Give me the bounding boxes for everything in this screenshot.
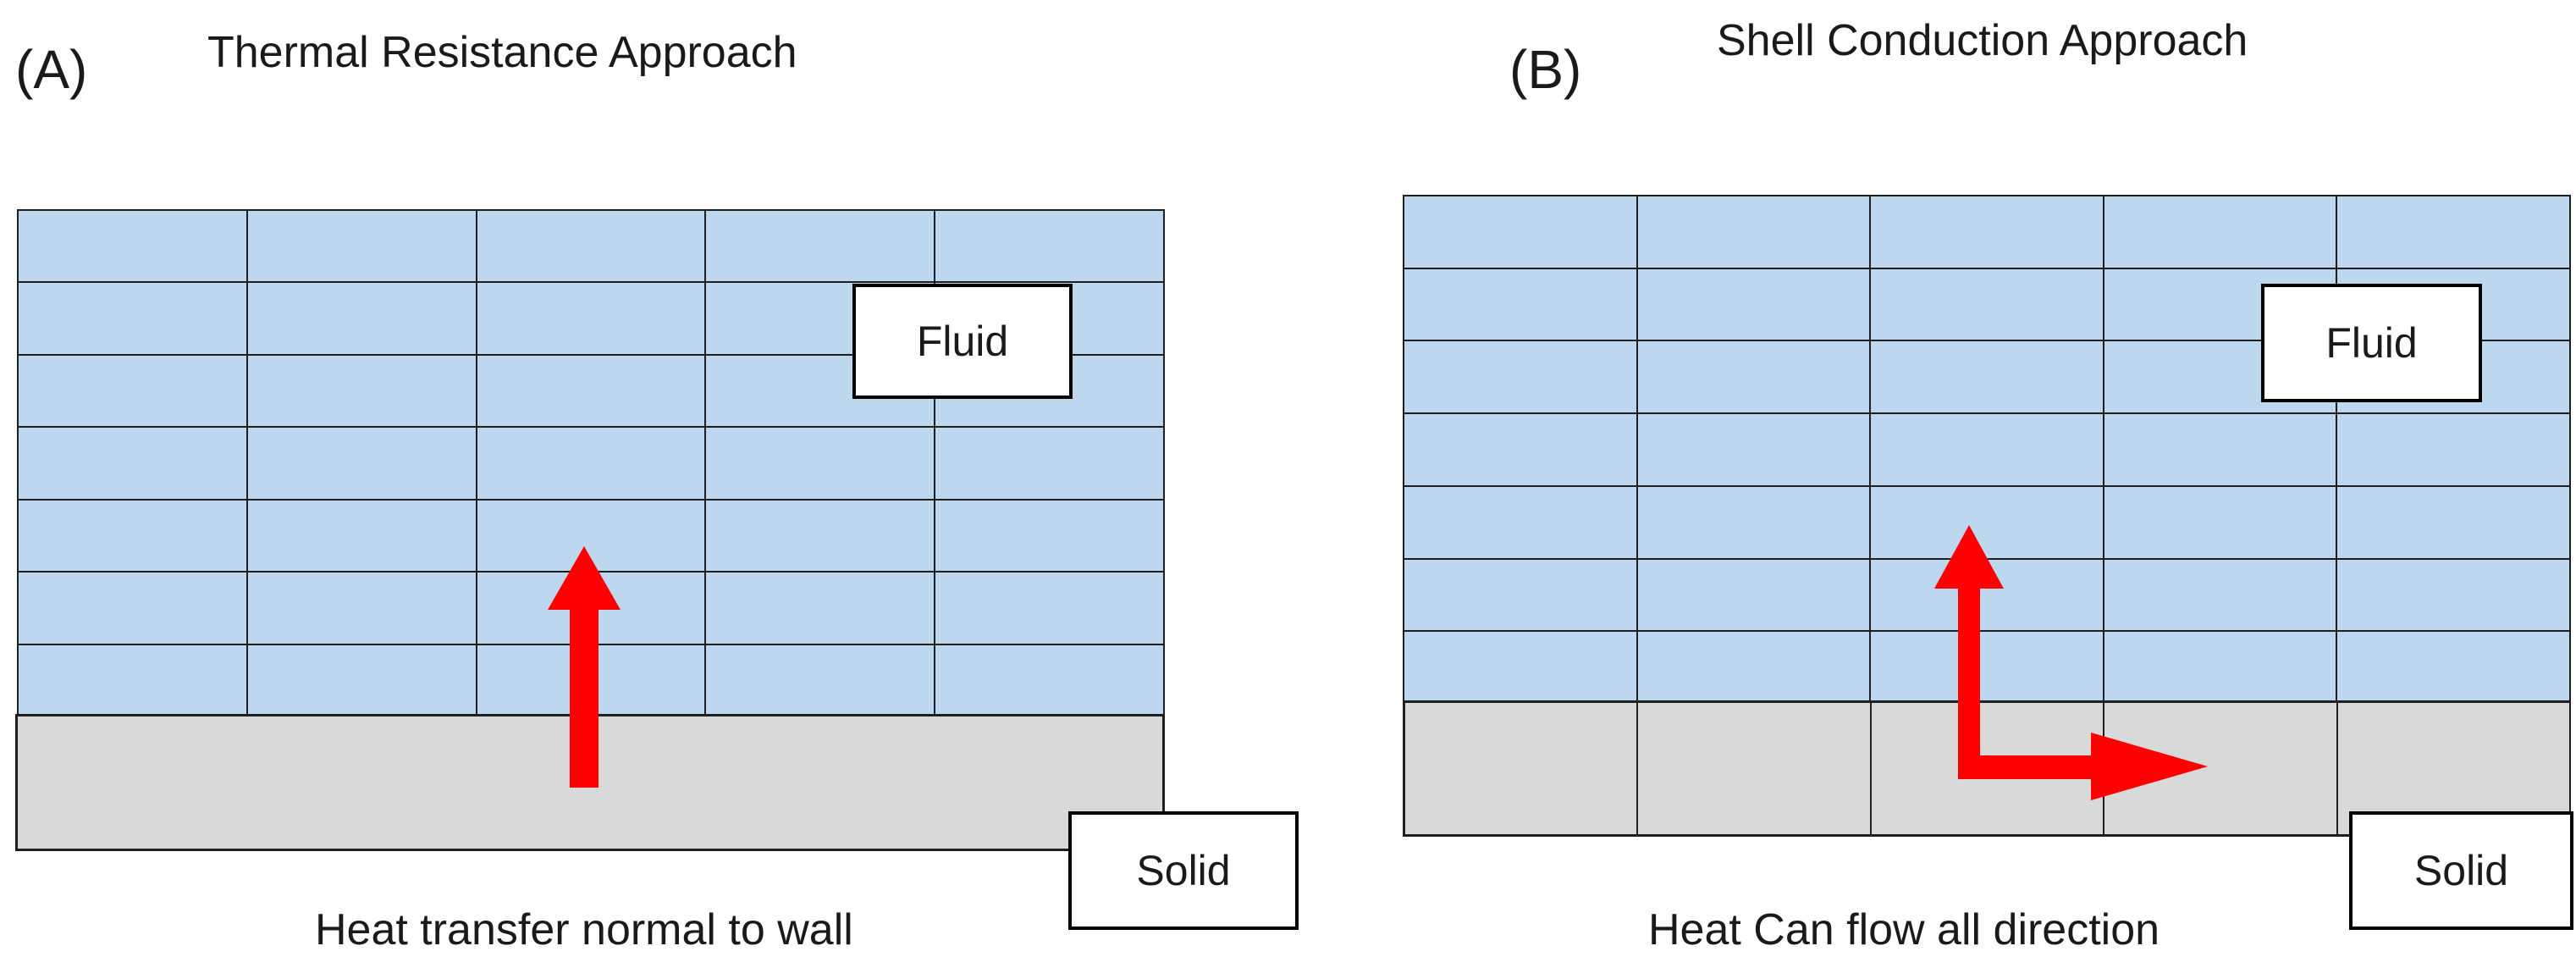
fluid-mesh-cell [19,428,248,501]
fluid-mesh-cell [1637,486,1872,560]
fluid-mesh-cell [247,644,477,717]
fluid-mesh-cell [935,500,1165,573]
fluid-mesh-cell [247,500,477,573]
fluid-mesh-cell [247,428,477,501]
fluid-mesh-cell [19,500,248,573]
fluid-mesh-cell [2337,414,2571,487]
solid-label-b: Solid [2349,811,2573,930]
fluid-mesh-cell [1871,268,2104,342]
fluid-mesh-cell [2104,196,2338,269]
fluid-mesh-cell [1404,341,1638,415]
solid-label-a: Solid [1068,811,1299,930]
fluid-mesh-cell [19,283,248,356]
fluid-mesh-cell [477,355,707,429]
fluid-mesh-cell [477,428,707,501]
fluid-mesh-cell [2104,632,2338,705]
fluid-mesh-cell [247,573,477,645]
fluid-mesh-cell [1637,632,1872,705]
fluid-mesh-cell [2104,559,2338,633]
heat-arrow-up-a [548,546,621,788]
fluid-mesh-cell [2337,632,2571,705]
fluid-mesh-cell [935,211,1165,284]
fluid-mesh-cell [19,644,248,717]
fluid-mesh-cell [477,283,707,356]
fluid-mesh-cell [247,211,477,284]
fluid-mesh-cell [1404,486,1638,560]
fluid-mesh-cell [19,211,248,284]
fluid-mesh-cell [1404,196,1638,269]
fluid-mesh-cell [1637,559,1872,633]
panel-b-letter: (B) [1509,39,1582,100]
solid-mesh-cell [1638,703,1872,837]
fluid-mesh-cell [706,573,936,645]
panel-a-letter: (A) [15,39,88,100]
fluid-mesh-cell [1404,414,1638,487]
solid-mesh-cell [1405,703,1639,837]
panel-a-title: Thermal Resistance Approach [207,28,797,77]
fluid-mesh-cell [477,211,707,284]
fluid-label-b: Fluid [2261,284,2482,402]
fluid-mesh-cell [1637,414,1872,487]
fluid-mesh-cell [706,428,936,501]
fluid-label-a: Fluid [852,284,1073,399]
fluid-mesh-cell [2104,486,2338,560]
fluid-mesh-cell [706,644,936,717]
fluid-mesh-cell [1871,414,2104,487]
fluid-mesh-cell [1404,559,1638,633]
caption-b: Heat Can flow all direction [1648,905,2160,954]
panel-b-title: Shell Conduction Approach [1717,16,2248,65]
fluid-mesh-cell [247,283,477,356]
fluid-mesh-cell [2104,414,2338,487]
fluid-mesh-cell [1871,341,2104,415]
fluid-mesh-cell [1637,341,1872,415]
fluid-mesh-cell [935,644,1165,717]
fluid-mesh-cell [935,428,1165,501]
fluid-mesh-cell [706,211,936,284]
heat-arrow-multidirectional-b [1934,525,2208,800]
fluid-mesh-cell [2337,486,2571,560]
fluid-mesh-cell [1871,486,2104,560]
fluid-mesh-cell [1637,268,1872,342]
fluid-mesh-cell [19,355,248,429]
fluid-mesh-cell [2337,196,2571,269]
fluid-mesh-cell [19,573,248,645]
caption-a: Heat transfer normal to wall [315,905,853,954]
fluid-mesh-cell [1404,268,1638,342]
fluid-mesh-cell [247,355,477,429]
fluid-mesh-cell [1871,196,2104,269]
fluid-mesh-cell [1871,632,2104,705]
fluid-mesh-cell [1637,196,1872,269]
fluid-mesh-cell [1404,632,1638,705]
fluid-mesh-cell [2337,559,2571,633]
fluid-mesh-cell [706,500,936,573]
fluid-mesh-cell [935,573,1165,645]
